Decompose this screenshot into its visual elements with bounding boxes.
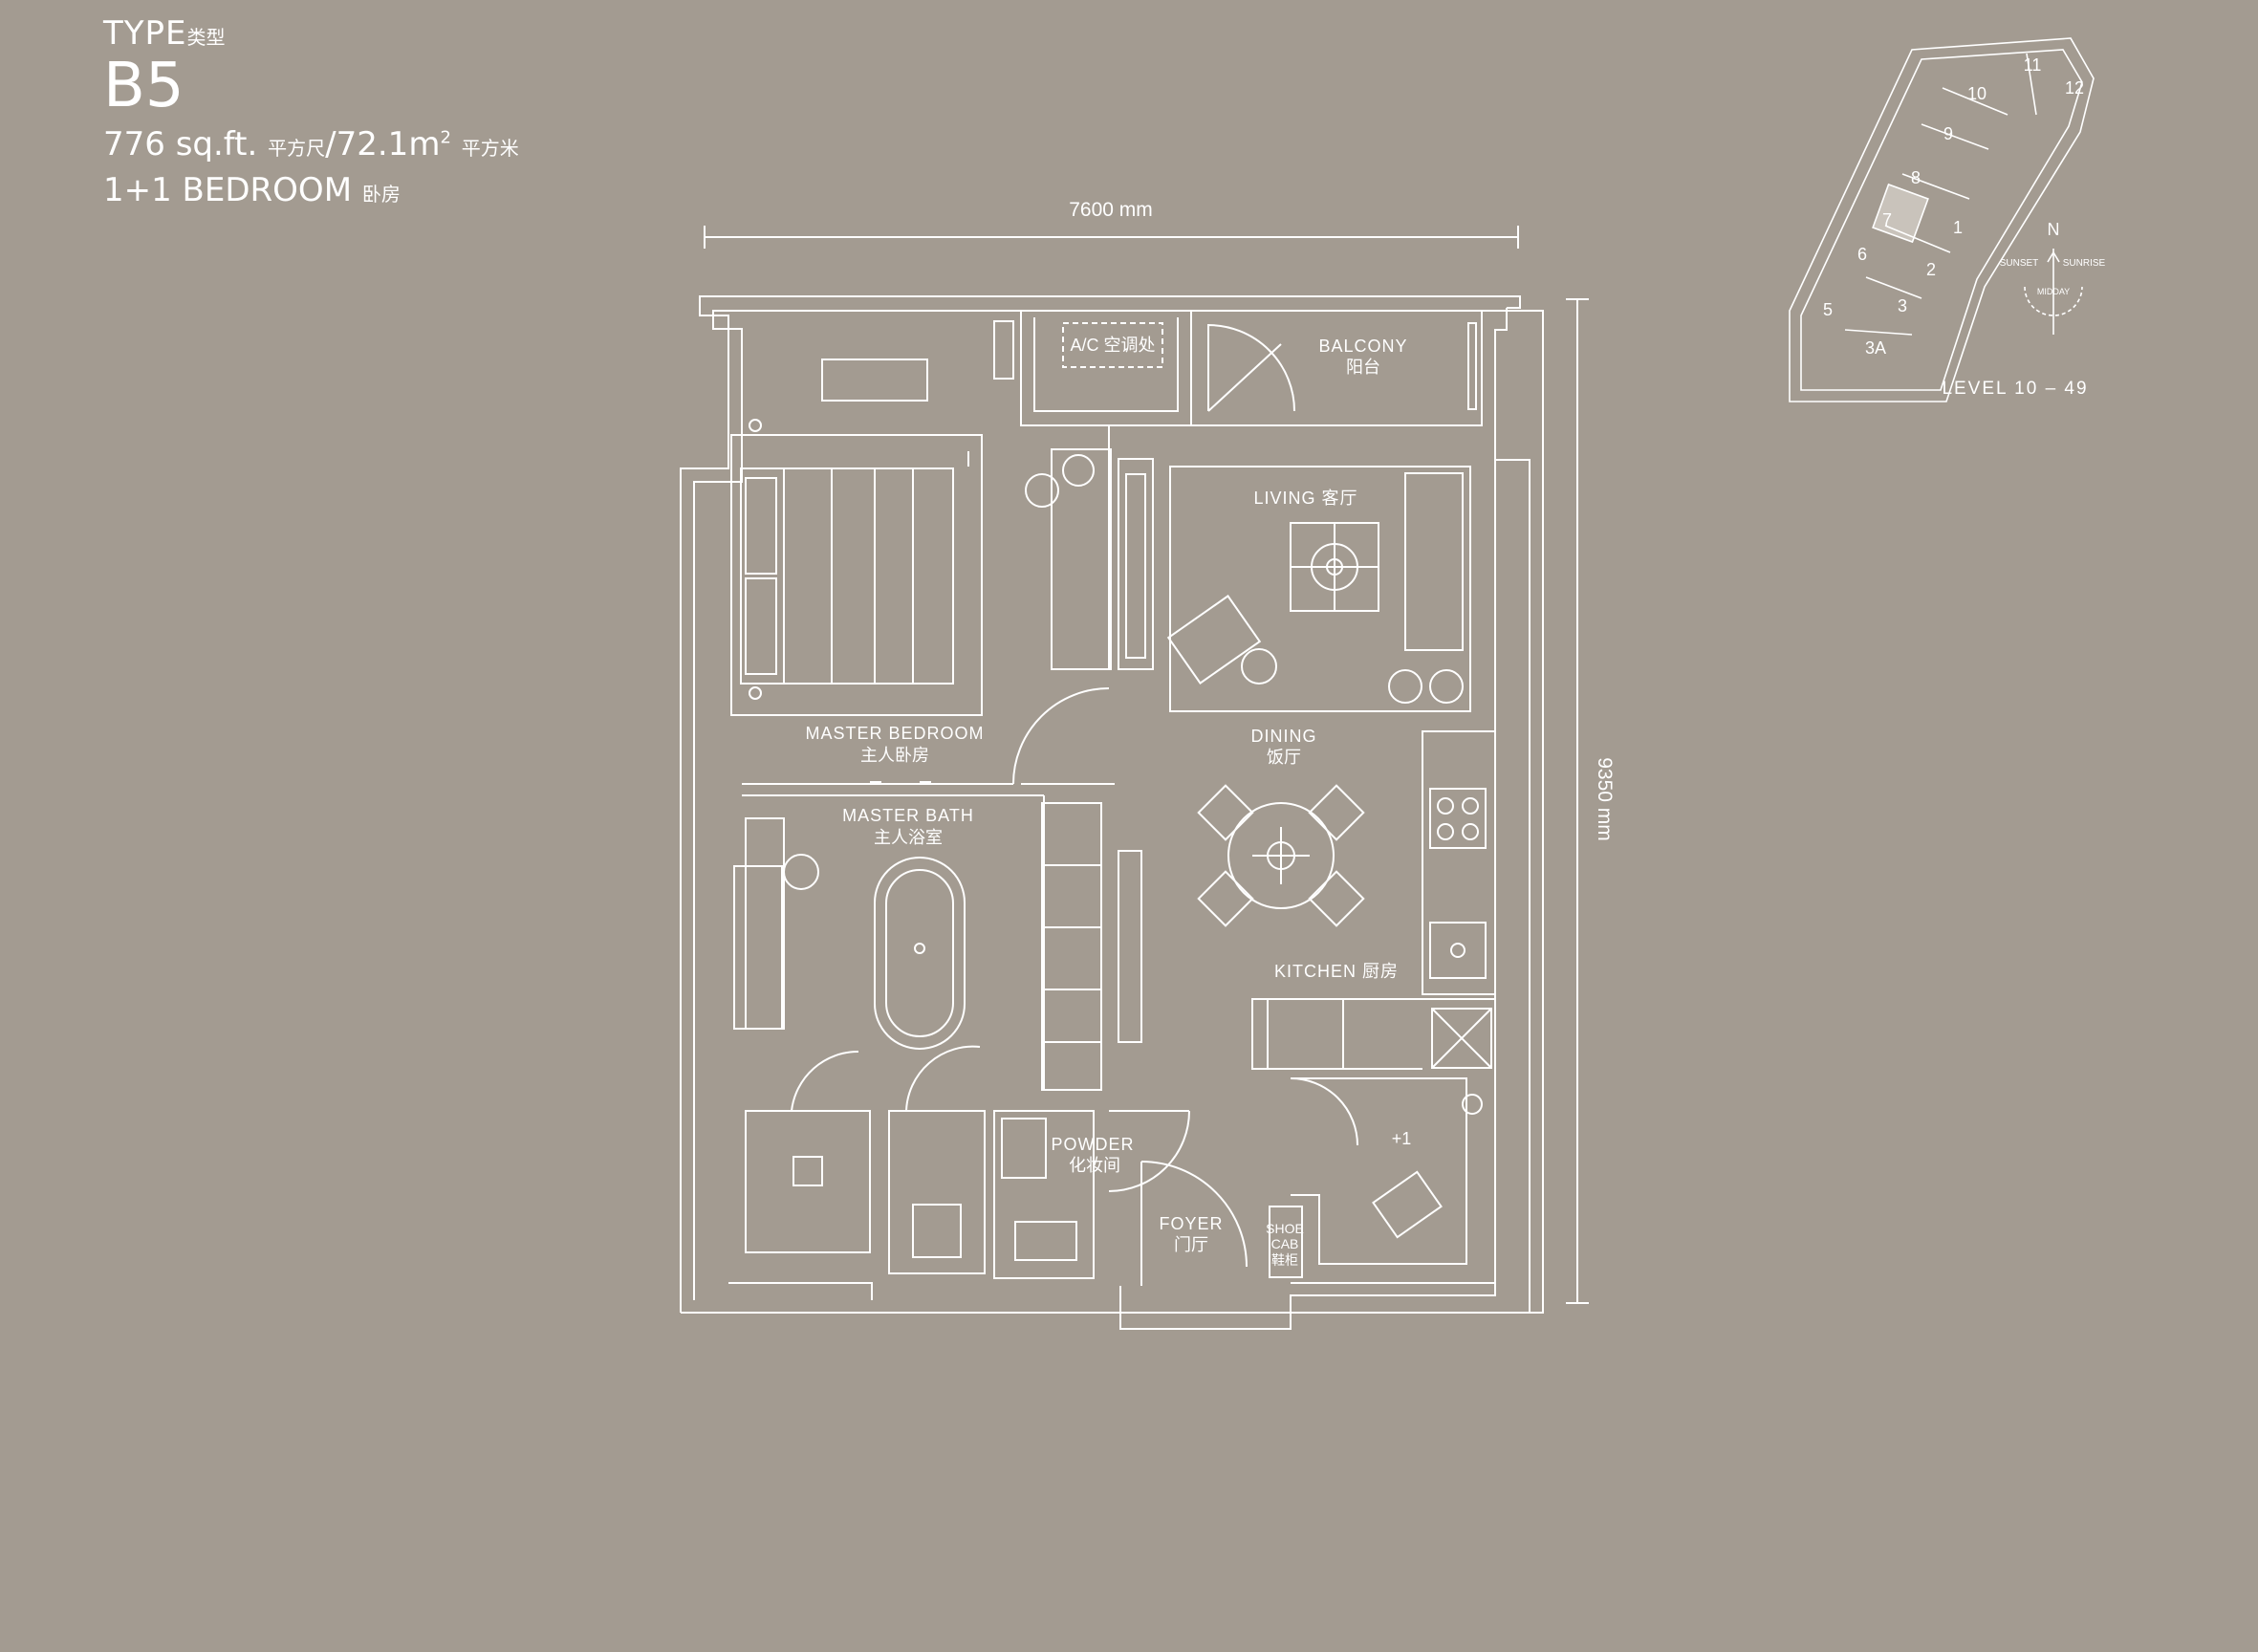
keyplan-unit-5: 5 [1823, 300, 1833, 319]
compass-icon: N SUNSET SUNRISE MIDDAY [2000, 220, 2106, 335]
master-bath-label: MASTER BATH [842, 806, 974, 825]
bedroom-label: 1+1 BEDROOM [103, 171, 353, 209]
kitchen-label: KITCHEN 厨房 [1274, 962, 1399, 981]
master-bedroom-label: MASTER BEDROOM [805, 724, 984, 743]
foyer-label-zh: 门厅 [1174, 1235, 1208, 1254]
master-bath-label-zh: 主人浴室 [874, 828, 943, 847]
keyplan-unit-11: 11 [2024, 55, 2042, 75]
keyplan-unit-7: 7 [1882, 210, 1892, 229]
living-room: LIVING 客厅 [1166, 466, 1471, 712]
powder-label-zh: 化妆间 [1069, 1156, 1120, 1175]
compass-sunset: SUNSET [2000, 258, 2039, 269]
type-label: TYPE [103, 14, 187, 53]
key-plan: 11 12 10 9 8 7 1 6 2 5 3 3A LEVEL 10 – 4… [1789, 37, 2095, 402]
compass-sunrise: SUNRISE [2063, 258, 2106, 269]
bedroom-count: 1+1 BEDROOM 卧房 [103, 174, 519, 206]
bedroom-label-zh: 卧房 [361, 183, 401, 206]
balcony-label-zh: 阳台 [1346, 358, 1380, 377]
compass-midday: MIDDAY [2037, 287, 2070, 296]
keyplan-unit-2: 2 [1926, 260, 1936, 279]
area-sqm-sup: 2 [440, 127, 451, 148]
plus-one-label: +1 [1392, 1129, 1412, 1148]
foyer-label: FOYER [1159, 1214, 1223, 1233]
dining-label-zh: 饭厅 [1267, 748, 1301, 767]
wardrobe-wall [1012, 448, 1154, 785]
keyplan-unit-10: 10 [1967, 84, 1987, 103]
compass-north: N [2048, 220, 2060, 239]
keyplan-unit-1: 1 [1953, 218, 1963, 237]
keyplan-unit-3: 3 [1898, 296, 1907, 315]
highlighted-unit [1872, 183, 1929, 244]
area-sqft-zh: 平方尺 [268, 137, 326, 160]
master-bedroom: MASTER BEDROOM 主人卧房 [730, 320, 1115, 785]
keyplan-unit-9: 9 [1943, 124, 1953, 143]
depth-dimension-label: 9350 mm [1594, 757, 1616, 841]
level-label: LEVEL 10 – 49 [1942, 379, 2088, 399]
dining-label: DINING [1251, 727, 1317, 746]
keyplan-unit-12: 12 [2065, 78, 2084, 98]
area-sqm: 72.1m [336, 125, 441, 163]
balcony-label: BALCONY [1318, 337, 1407, 356]
cab-label: CAB [1271, 1236, 1299, 1251]
unit-title-block: TYPE类型 B5 776 sq.ft. 平方尺/72.1m2 平方米 1+1 … [103, 17, 519, 206]
area-sqft: 776 sq.ft. [103, 125, 258, 163]
type-heading: TYPE类型 [103, 17, 519, 50]
foyer-area: FOYER 门厅 SHOE CAB 鞋柜 +1 [1140, 1077, 1483, 1286]
living-label: LIVING 客厅 [1253, 489, 1357, 508]
dining-kitchen: DINING 饭厅 KITCHEN 厨房 [1197, 727, 1495, 1070]
master-bedroom-label-zh: 主人卧房 [860, 746, 929, 765]
keyplan-unit-6: 6 [1857, 245, 1867, 264]
unit-code: B5 [103, 51, 185, 121]
powder-label: POWDER [1052, 1135, 1135, 1154]
area-sqm-zh: 平方米 [461, 137, 519, 160]
keyplan-unit-3a: 3A [1865, 338, 1886, 358]
keyplan-unit-8: 8 [1911, 168, 1921, 187]
powder-room: POWDER 化妆间 [993, 1110, 1190, 1279]
type-label-zh: 类型 [186, 26, 226, 49]
balcony-area: A/C 空调处 BALCONY 阳台 [1020, 310, 1483, 426]
ac-label: A/C 空调处 [1070, 336, 1155, 355]
width-dimension: 7600 mm [704, 199, 1519, 249]
width-dimension-label: 7600 mm [1069, 199, 1153, 221]
exterior-walls [680, 295, 1544, 1330]
depth-dimension: 9350 mm [1566, 298, 1616, 1304]
shoe-label-zh: 鞋柜 [1271, 1252, 1298, 1268]
area-separator: / [325, 125, 337, 163]
shoe-label: SHOE [1266, 1221, 1304, 1236]
unit-area: 776 sq.ft. 平方尺/72.1m2 平方米 [103, 128, 519, 161]
master-bath: MASTER BATH 主人浴室 [733, 794, 1142, 1274]
